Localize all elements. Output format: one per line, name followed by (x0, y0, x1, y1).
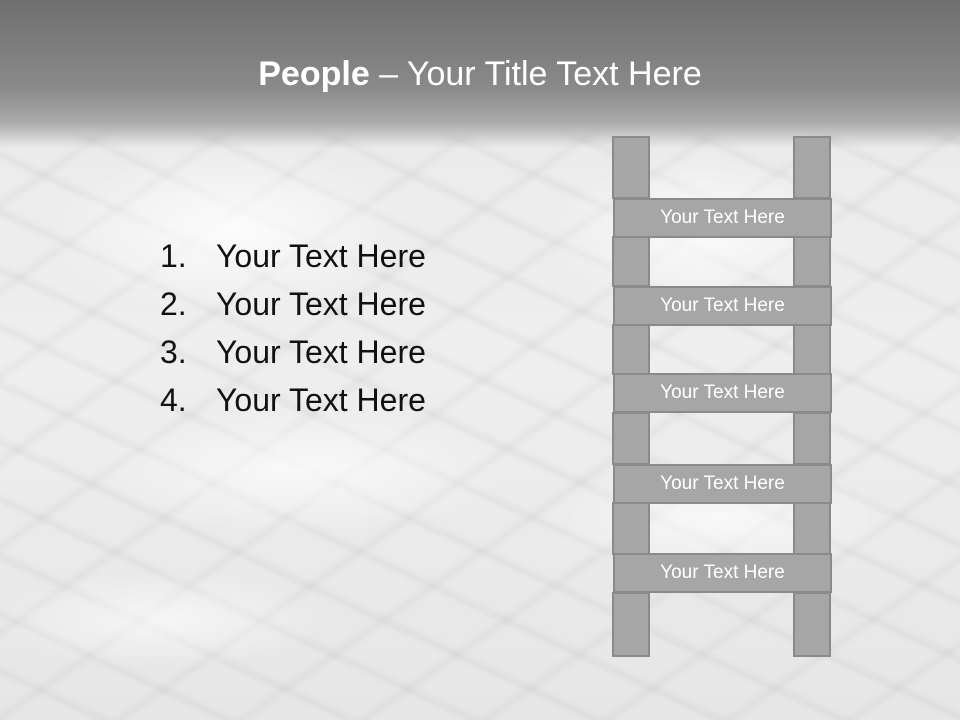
list-item: 3. Your Text Here (160, 328, 426, 376)
ladder-rung-5[interactable]: Your Text Here (613, 553, 832, 593)
list-text: Your Text Here (216, 238, 426, 274)
ladder-rung-4[interactable]: Your Text Here (613, 464, 832, 504)
list-number: 3. (160, 334, 187, 370)
title-text: – Your Title Text Here (369, 55, 702, 93)
title-bold-word: People (258, 55, 370, 93)
list-text: Your Text Here (216, 382, 426, 418)
list-text: Your Text Here (216, 334, 426, 370)
ladder-left-rail (612, 502, 650, 555)
list-text: Your Text Here (216, 286, 426, 322)
ladder-right-rail (793, 592, 831, 657)
ladder-right-rail (793, 502, 831, 555)
list-item: 2. Your Text Here (160, 280, 426, 328)
list-item: 1. Your Text Here (160, 232, 426, 280)
numbered-list[interactable]: 1. Your Text Here 2. Your Text Here 3. Your… (160, 232, 426, 424)
ladder-left-rail (612, 236, 650, 287)
list-number: 4. (160, 382, 187, 418)
ladder-right-rail (793, 324, 831, 375)
ladder-left-rail (612, 324, 650, 375)
list-number: 1. (160, 238, 187, 274)
ladder-right-rail (793, 412, 831, 465)
ladder-rung-2[interactable]: Your Text Here (613, 286, 832, 326)
title-bar (0, 0, 960, 148)
ladder-right-rail (793, 136, 831, 199)
ladder-left-rail (612, 592, 650, 657)
ladder-right-rail (793, 236, 831, 287)
ladder-rung-1[interactable]: Your Text Here (613, 198, 832, 238)
list-item: 4. Your Text Here (160, 376, 426, 424)
slide-title[interactable]: People – Your Title Text Here (0, 52, 960, 96)
ladder-left-rail (612, 136, 650, 199)
list-number: 2. (160, 286, 187, 322)
ladder-rung-3[interactable]: Your Text Here (613, 373, 832, 413)
ladder-left-rail (612, 412, 650, 465)
